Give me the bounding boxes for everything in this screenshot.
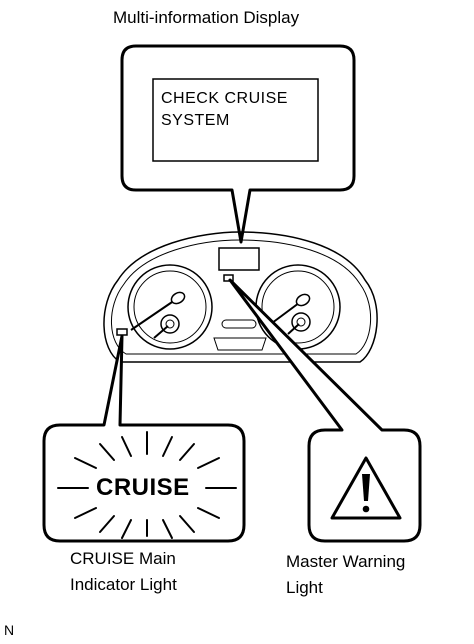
left-subgauge-needle [153, 325, 169, 339]
cluster-center-slot [221, 319, 257, 329]
warning-triangle-icon [330, 456, 402, 520]
cruise-callout-bubble [42, 334, 246, 543]
left-gauge-hub [170, 291, 186, 305]
left-gauge [127, 264, 213, 350]
cruise-caption-line2: Indicator Light [70, 575, 177, 594]
warning-caption-line2: Light [286, 578, 323, 597]
cluster-housing-inner [111, 239, 372, 355]
right-gauge-ring [261, 270, 335, 344]
right-subgauge-needle [287, 323, 300, 335]
left-gauge-ring [133, 270, 207, 344]
display-message-line2: SYSTEM [161, 112, 230, 129]
cruise-glow-rays [57, 431, 237, 539]
right-gauge [255, 264, 341, 350]
master-warning-light [223, 274, 234, 282]
cruise-caption-line1: CRUISE Main [70, 549, 176, 568]
cruise-indicator-lamp [116, 328, 128, 336]
display-screen [152, 78, 319, 162]
cluster-display [218, 247, 260, 271]
cruise-indicator-text: CRUISE [96, 474, 190, 501]
right-subgauge-center [296, 317, 306, 327]
cluster-housing [103, 231, 378, 363]
cluster-center-lower [213, 337, 267, 351]
left-subgauge-center [165, 319, 175, 329]
right-gauge-hub [295, 293, 311, 307]
display-message-line1: CHECK CRUISE [161, 90, 288, 107]
diagram-title: Multi-information Display [113, 8, 300, 27]
footer-code: N [4, 622, 15, 638]
left-gauge-needle [130, 297, 179, 331]
warning-caption-line1: Master Warning [286, 552, 406, 571]
